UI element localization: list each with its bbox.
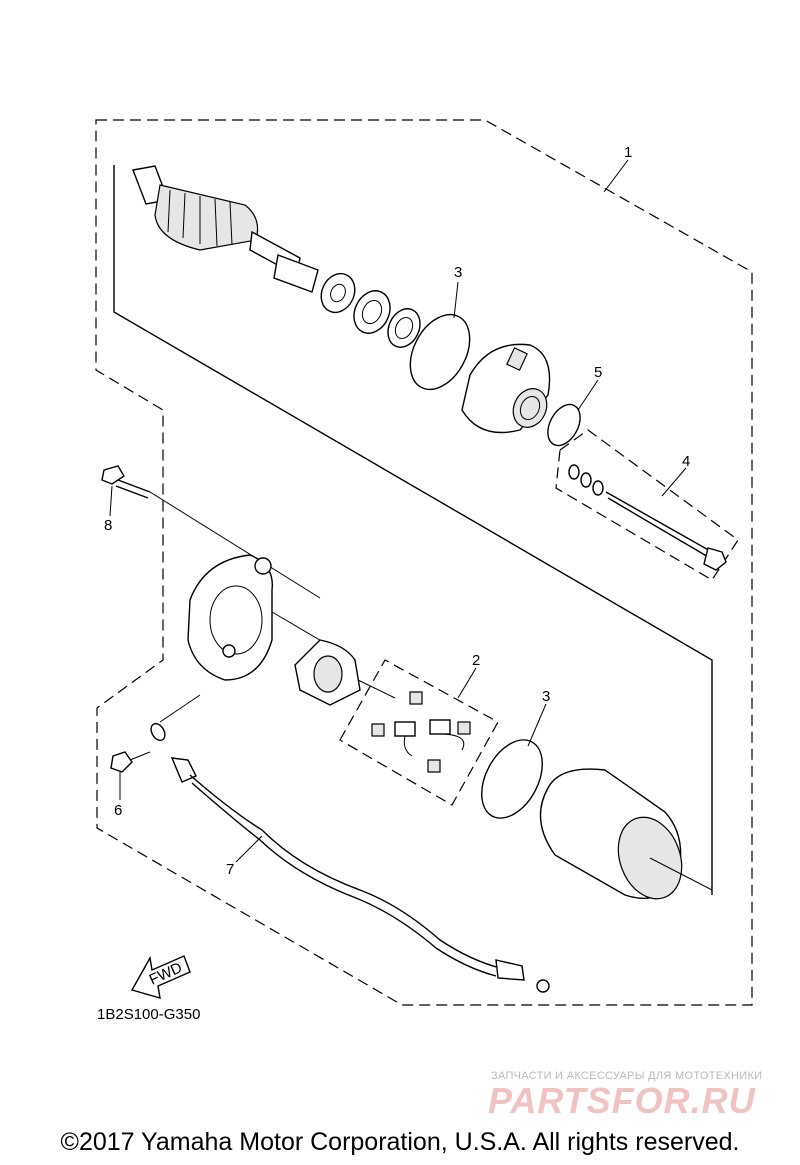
o-ring-5 <box>547 403 581 447</box>
callout-1: 1 <box>624 144 632 161</box>
assembly-boundary <box>95 119 753 1006</box>
group-2-boundary <box>339 659 499 806</box>
callout-3-upper: 3 <box>454 264 462 281</box>
armature <box>132 165 319 293</box>
brush-holder <box>294 639 396 706</box>
bolt-8 <box>101 465 321 599</box>
callout-5: 5 <box>594 364 602 381</box>
lead-wire <box>150 694 550 993</box>
motor-assembly-frame <box>113 165 713 895</box>
fwd-arrow-icon: FWD <box>130 955 191 999</box>
watermark-tagline: ЗАПЧАСТИ И АКСЕССУАРЫ ДЛЯ МОТОТЕХНИКИ <box>491 1070 763 1082</box>
watermark-logo: PARTSFOR.RU <box>488 1080 756 1121</box>
bearing <box>353 290 391 334</box>
diagram-code: 1B2S100-G350 <box>97 1006 201 1023</box>
leader-lines <box>109 159 687 863</box>
o-ring-upper <box>409 313 471 391</box>
callout-2: 2 <box>472 652 480 669</box>
washer <box>320 272 356 314</box>
callout-6: 6 <box>114 802 122 819</box>
callout-4: 4 <box>682 453 690 470</box>
screw-6 <box>110 751 151 773</box>
rear-cover <box>187 554 331 681</box>
svg-text:FWD: FWD <box>147 959 185 988</box>
callout-7: 7 <box>226 861 234 878</box>
callout-3-lower: 3 <box>542 688 550 705</box>
o-ring-lower <box>481 739 543 819</box>
brush-set <box>371 691 471 773</box>
front-cover <box>461 343 551 434</box>
needle-bearing <box>387 308 421 348</box>
yoke <box>539 768 713 900</box>
copyright-notice: ©2017 Yamaha Motor Corporation, U.S.A. A… <box>60 1128 740 1156</box>
callout-8: 8 <box>104 517 112 534</box>
through-bolt-set <box>568 464 727 571</box>
